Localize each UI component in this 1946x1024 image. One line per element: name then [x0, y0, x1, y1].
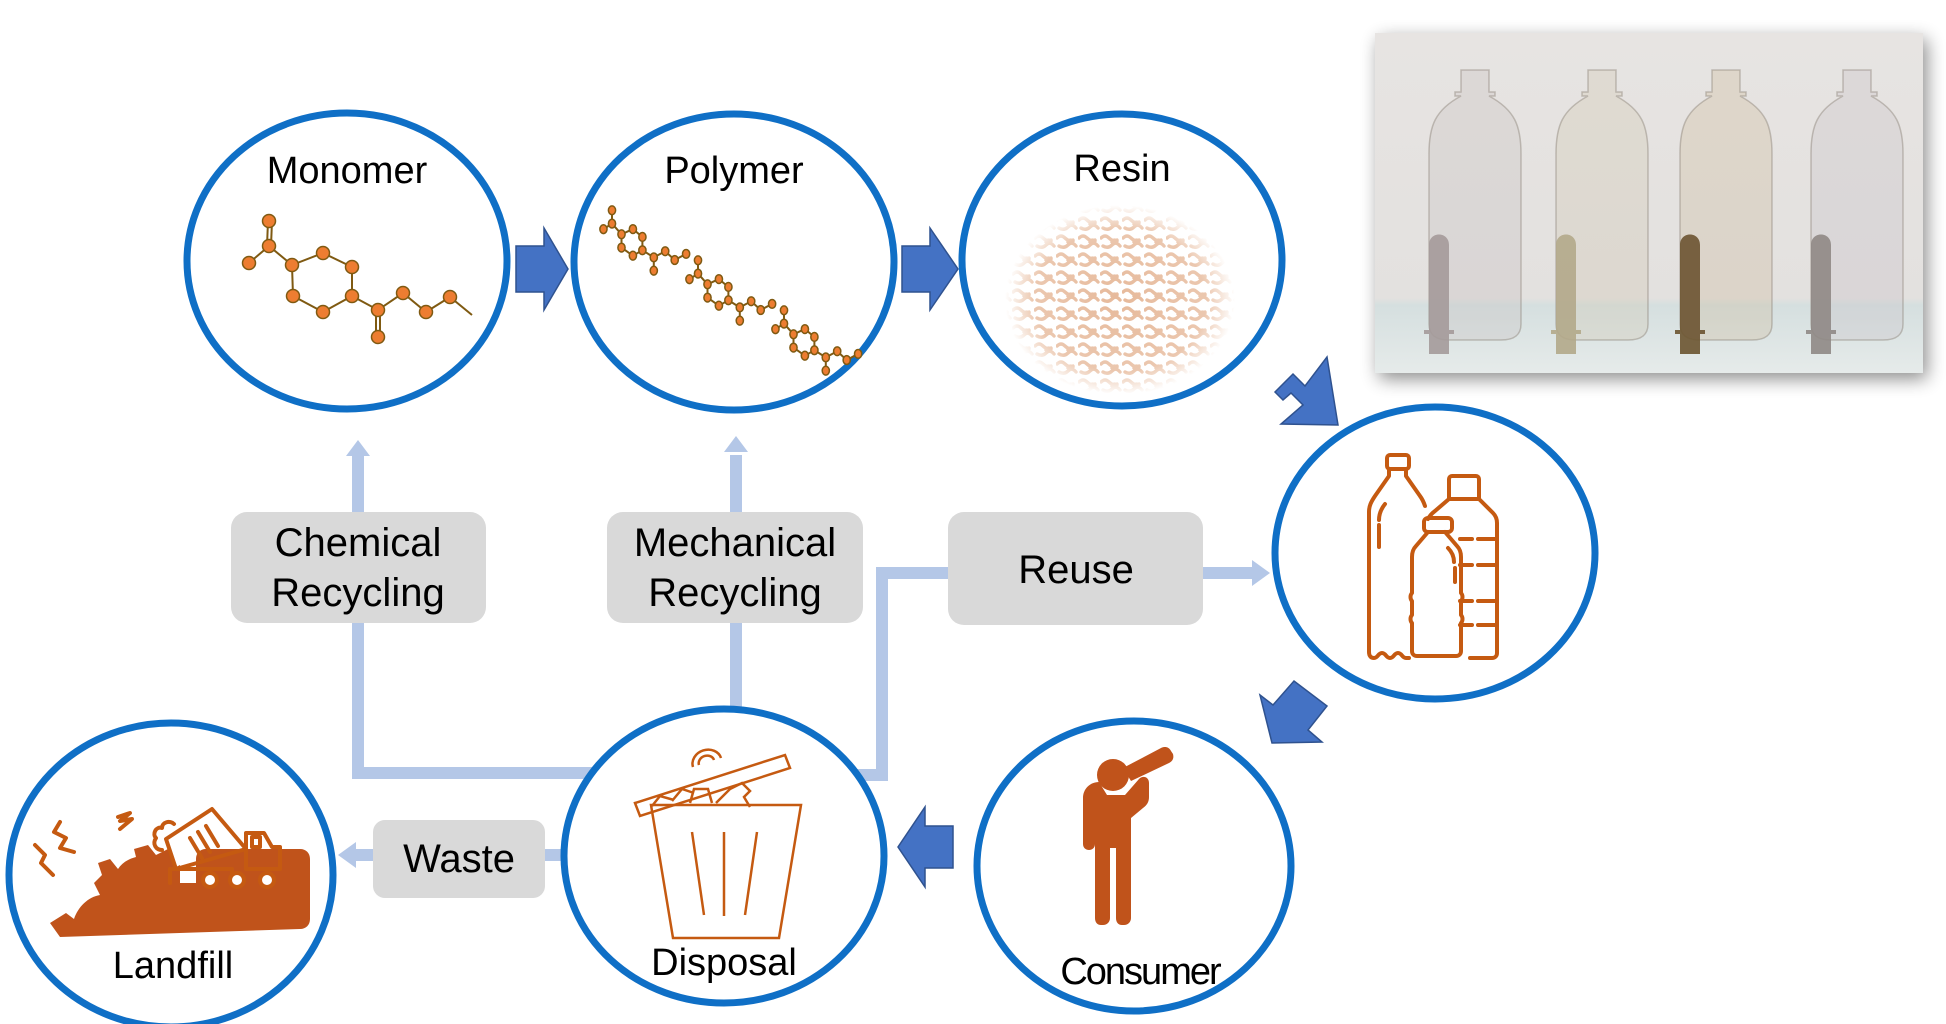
bottle-preform-photo	[1375, 33, 1923, 373]
mechanical-recycling-label-line2: Recycling	[648, 571, 821, 615]
polymer-atom	[789, 329, 798, 340]
photo-bottle	[1555, 69, 1649, 341]
photo-preform	[1806, 234, 1836, 354]
chemical-recycling-label-line1: Chemical	[275, 521, 442, 565]
monomer-label: Monomer	[267, 150, 428, 192]
chemical-arrowhead	[346, 440, 370, 456]
arrow-polymer-to-resin	[901, 225, 959, 313]
photo-preform	[1675, 234, 1705, 354]
polymer-atom	[800, 323, 810, 335]
mechanical-recycling-label-line1: Mechanical	[634, 521, 836, 565]
arrow-resin-to-bottles	[1273, 355, 1339, 426]
polymer-atom	[649, 265, 659, 276]
mechanical-arrowhead	[724, 436, 748, 452]
polymer-atom	[800, 350, 810, 361]
monomer-ring	[183, 109, 511, 413]
polymer-atom	[649, 252, 659, 263]
polymer-chain-icon	[599, 205, 863, 376]
polymer-atom	[693, 268, 703, 279]
polymer-atom	[779, 318, 789, 329]
consumer-label: Consumer	[1060, 951, 1222, 993]
polymer-atom	[628, 250, 638, 261]
photo-bottles	[1424, 69, 1904, 354]
node-consumer: Consumer	[973, 717, 1295, 1015]
polymer-atom	[853, 348, 863, 360]
consumer-ring	[973, 717, 1295, 1015]
polymer-atom	[735, 302, 745, 313]
polymer-atom	[638, 245, 647, 256]
waste-label: Waste	[403, 837, 515, 881]
polymer-atom	[617, 229, 626, 240]
mechanical-recycling-box: Mechanical Recycling	[607, 512, 863, 623]
reuse-arrowhead	[1252, 560, 1270, 586]
arrow-consumer-to-disposal	[897, 804, 954, 890]
polymer-atom	[638, 231, 647, 243]
polymer-atom	[767, 298, 777, 310]
chemical-recycling-label-line2: Recycling	[271, 571, 444, 615]
photo-bottle	[1810, 69, 1904, 341]
bottles-ring	[1271, 403, 1599, 703]
trash-bin-icon	[633, 748, 803, 940]
reuse-label: Reuse	[1018, 548, 1134, 592]
person-drinking-icon	[1083, 747, 1174, 925]
polymer-atom	[703, 279, 712, 290]
polymer-atom	[779, 305, 789, 316]
node-bottles	[1271, 403, 1599, 703]
polymer-atom	[789, 342, 798, 353]
monomer-molecule-icon	[241, 213, 473, 345]
node-resin: Resin	[958, 110, 1286, 410]
polymer-atom	[735, 315, 745, 326]
polymer-label: Polymer	[664, 150, 804, 192]
polymer-atom	[670, 254, 680, 266]
dump-truck-landfill-icon	[33, 807, 310, 937]
polymer-atom	[746, 296, 756, 307]
polymer-atom	[724, 295, 733, 306]
polymer-atom	[756, 304, 766, 316]
polymer-atom	[810, 331, 819, 343]
polymer-atom	[693, 255, 703, 266]
polymer-atom	[714, 300, 724, 311]
photo-preform	[1551, 234, 1581, 354]
polymer-atom	[714, 273, 724, 285]
polymer-atom	[607, 218, 617, 229]
polymer-atom	[821, 365, 831, 376]
node-polymer: Polymer	[570, 110, 898, 414]
arrow-monomer-to-polymer	[515, 225, 569, 313]
plastic-bottles-icon	[1367, 453, 1499, 660]
node-landfill: Landfill	[5, 719, 337, 1024]
photo-preform	[1424, 234, 1454, 354]
polymer-atom	[724, 281, 733, 293]
polymer-atom	[628, 223, 638, 235]
polymer-atom	[703, 292, 712, 303]
resin-label: Resin	[1073, 148, 1170, 190]
polymer-atom	[832, 346, 842, 357]
resin-pellets-icon	[1005, 205, 1235, 395]
polymer-atom	[617, 242, 626, 253]
polymer-atom	[821, 352, 831, 363]
node-monomer: Monomer	[183, 109, 511, 413]
chemical-recycling-box: Chemical Recycling	[231, 512, 486, 623]
polymer-atom	[599, 224, 608, 235]
waste-arrowhead	[338, 842, 356, 868]
photo-bottle	[1428, 69, 1522, 341]
polymer-atom	[660, 246, 670, 257]
polymer-atom	[607, 205, 617, 216]
polymer-atom	[842, 354, 852, 366]
landfill-label: Landfill	[113, 945, 233, 987]
polymer-atom	[810, 345, 819, 356]
waste-box: Waste	[373, 820, 545, 898]
polymer-atom	[771, 324, 780, 335]
polymer-atom	[681, 248, 691, 260]
disposal-label: Disposal	[651, 942, 797, 984]
polymer-atom	[685, 274, 694, 285]
photo-bottle	[1679, 69, 1773, 341]
reuse-box: Reuse	[948, 512, 1203, 625]
arrow-bottles-to-consumer	[1258, 679, 1329, 744]
node-disposal: Disposal	[560, 705, 888, 1007]
